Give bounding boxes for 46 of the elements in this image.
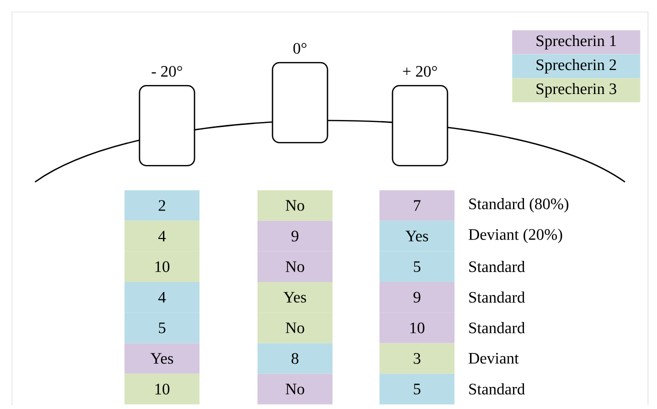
table-cell: No: [258, 312, 332, 344]
table-cell: 8: [258, 343, 332, 374]
row-label: Standard: [469, 260, 525, 272]
table-cell: 10: [124, 374, 200, 404]
node-label: 5: [158, 322, 166, 334]
node-label: No: [286, 322, 304, 334]
speaker-box: - 20°: [138, 66, 196, 166]
table-cell: 9: [258, 220, 332, 252]
node-label: Yes: [406, 230, 428, 242]
speaker-box: 0°: [272, 43, 328, 144]
table-cell: 4: [124, 220, 200, 252]
table-cell: 5: [124, 312, 200, 344]
speaker-box: + 20°: [392, 66, 448, 166]
table-cell: 3: [380, 343, 454, 374]
table-cell: 10: [124, 251, 200, 282]
row-label: Standard: [469, 322, 525, 334]
node-label: 9: [414, 292, 420, 303]
row-label: Deviant: [468, 352, 519, 364]
table-cell: 7: [380, 190, 454, 221]
node-label: 0°: [293, 43, 306, 54]
table-cell: 5: [380, 251, 454, 282]
table-cell: Yes: [380, 220, 454, 252]
node-label: - 20°: [152, 66, 182, 77]
node-label: + 20°: [403, 66, 437, 77]
table-cell: No: [258, 190, 332, 221]
row-label: Standard (80%): [469, 198, 568, 213]
row-label: Standard: [469, 291, 525, 303]
node-label: 4: [158, 230, 166, 242]
table-cell: 10: [380, 312, 454, 344]
table-cell: 5: [380, 374, 454, 404]
table-cell: 9: [380, 282, 454, 313]
table-cell: 2: [124, 190, 200, 221]
row-label: Deviant (20%): [468, 228, 562, 244]
table-cell: No: [258, 374, 332, 404]
node-label: 10: [155, 261, 170, 272]
node-label: 9: [292, 230, 298, 242]
table-cell: Yes: [124, 343, 200, 374]
row-label: Standard: [469, 383, 525, 395]
node-label: 4: [158, 292, 166, 303]
table-cell: 4: [124, 282, 200, 313]
node-label: 10: [410, 322, 424, 334]
table-cell: No: [258, 251, 332, 282]
node-label: Yes: [284, 292, 306, 303]
table-cell: Yes: [258, 282, 332, 313]
node-label: 5: [414, 261, 420, 272]
node-label: No: [286, 261, 304, 272]
